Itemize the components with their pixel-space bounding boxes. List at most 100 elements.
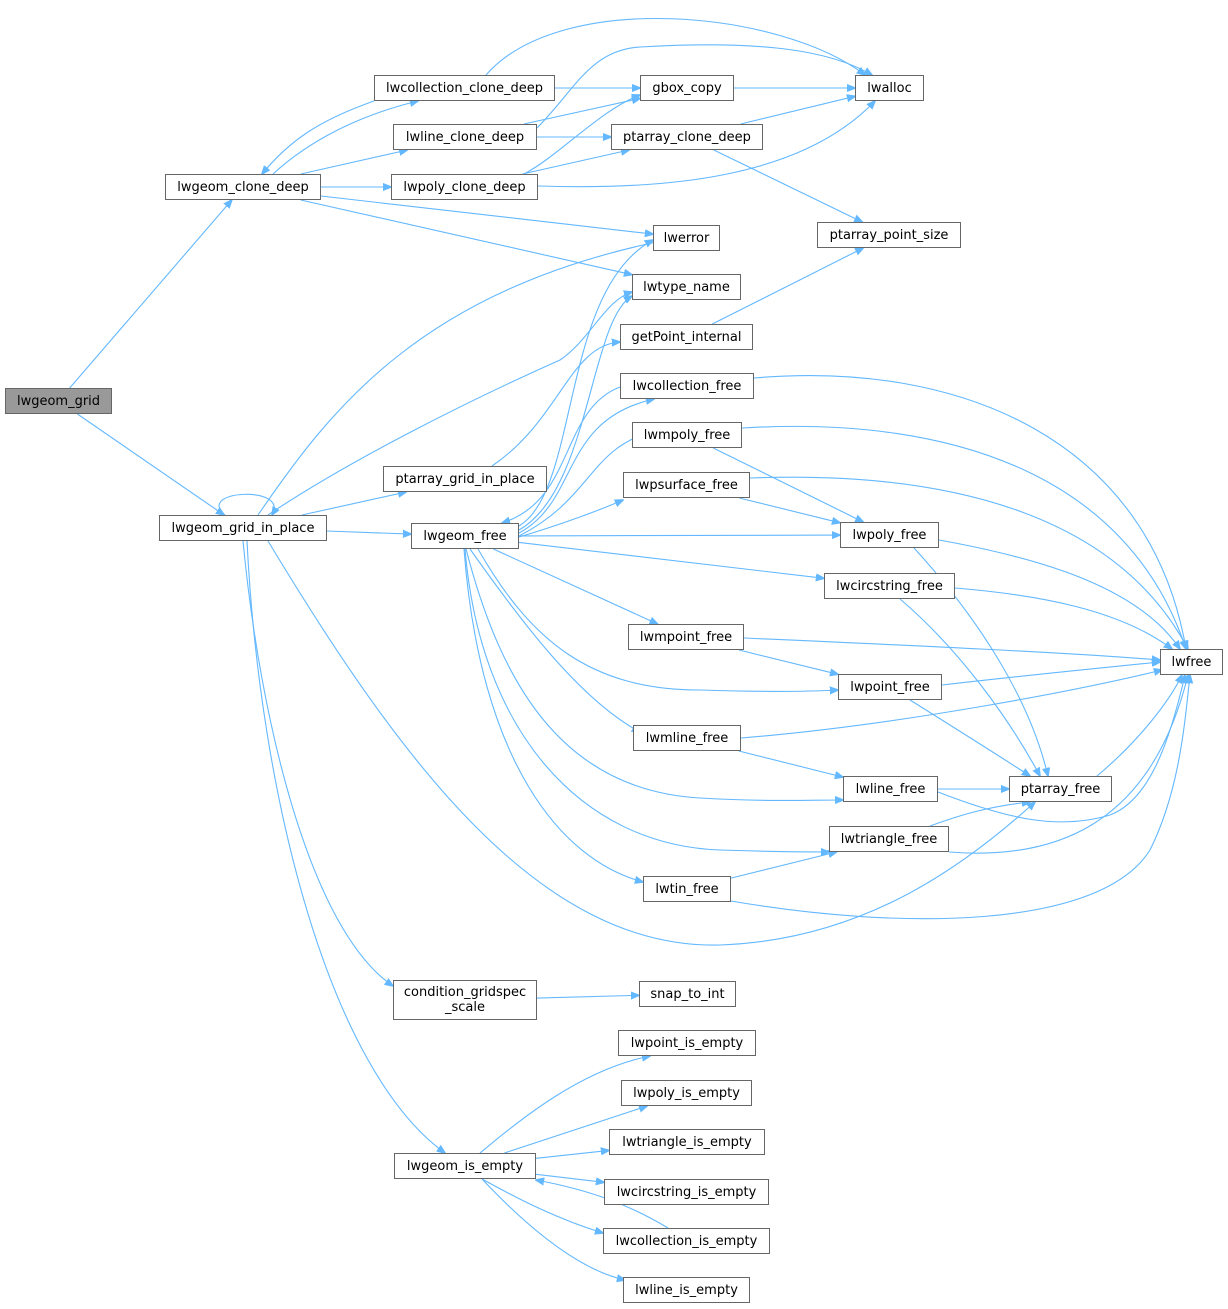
node-lwtriangle-free[interactable]: lwtriangle_free: [829, 826, 949, 852]
edge-lwgeom-free-to-lwtriangle-free: [464, 548, 829, 852]
edge-lwgeom-clone-deep-to-lwtype-name: [300, 199, 632, 275]
edge-condition-gridspec-scale-to-snap-to-int: [536, 995, 639, 998]
edge-lwgeom-grid-to-lwgeom-clone-deep: [69, 200, 232, 389]
edge-lwcollection-clone-deep-to-lwalloc: [485, 17, 865, 75]
edge-lwtriangle-free-to-lwfree: [948, 675, 1188, 854]
node-lwgeom-grid-in-place[interactable]: lwgeom_grid_in_place: [159, 515, 327, 541]
node-gbox-copy[interactable]: gbox_copy: [640, 75, 734, 101]
node-lwpoly-is-empty[interactable]: lwpoly_is_empty: [621, 1080, 752, 1106]
edge-lwcollection-clone-deep-to-lwgeom-clone-deep: [262, 100, 375, 174]
edge-lwgeom-grid-in-place-to-lwerror: [257, 240, 666, 516]
edge-ptarray-free-to-lwfree: [1096, 675, 1182, 777]
edge-lwpsurface-free-to-lwpoly-free: [739, 497, 840, 523]
edge-lwtriangle-free-to-ptarray-free: [929, 802, 1030, 827]
edge-lwgeom-free-to-lwtype-name: [518, 296, 632, 531]
node-lwcircstring-free[interactable]: lwcircstring_free: [824, 573, 955, 599]
edge-lwpsurface-free-to-lwfree: [749, 476, 1188, 649]
node-lwgeom-free[interactable]: lwgeom_free: [411, 523, 519, 549]
edge-lwpoly-clone-deep-to-ptarray-clone-deep: [522, 150, 629, 175]
edge-lwpoly-free-to-lwfree: [938, 539, 1180, 649]
node-lwgeom-grid[interactable]: lwgeom_grid: [5, 388, 112, 414]
node-getPoint-internal[interactable]: getPoint_internal: [620, 324, 753, 350]
edge-lwgeom-free-to-lwcircstring-free: [518, 541, 824, 578]
edge-lwgeom-is-empty-to-lwpoint-is-empty: [479, 1056, 650, 1154]
edge-lwmpoint-free-to-lwpoint-free: [738, 649, 838, 674]
node-lwcollection-free[interactable]: lwcollection_free: [620, 373, 754, 399]
node-lwfree[interactable]: lwfree: [1160, 649, 1223, 675]
edge-lwgeom-free-to-lwline-free: [465, 548, 843, 801]
edge-lwpoint-free-to-ptarray-free: [909, 699, 1030, 776]
edge-lwpoly-clone-deep-to-gbox-copy: [523, 95, 640, 175]
edge-lwcircstring-free-to-lwfree: [954, 587, 1172, 649]
edge-lwline-clone-deep-to-lwalloc: [536, 44, 872, 129]
edge-lwpoly-clone-deep-to-lwalloc: [537, 101, 875, 188]
edge-ptarray-clone-deep-to-ptarray-point-size: [713, 149, 862, 222]
node-lwline-free[interactable]: lwline_free: [843, 776, 938, 802]
edge-lwgeom-free-to-lwmline-free: [469, 548, 640, 732]
edge-lwgeom-is-empty-to-lwline-is-empty: [481, 1178, 625, 1280]
edge-lwgeom-is-empty-to-lwcollection-is-empty: [481, 1178, 603, 1233]
node-lwline-clone-deep[interactable]: lwline_clone_deep: [393, 124, 537, 150]
node-ptarray-clone-deep[interactable]: ptarray_clone_deep: [611, 124, 763, 150]
node-lwgeom-clone-deep[interactable]: lwgeom_clone_deep: [165, 174, 321, 200]
edge-lwcollection-free-to-lwgeom-free: [502, 386, 621, 523]
edge-lwtin-free-to-lwtriangle-free: [730, 852, 837, 879]
edge-lwgeom-free-to-lwpoly-free: [518, 535, 840, 536]
edge-lwmline-free-to-lwfree: [740, 670, 1162, 739]
edge-lwgeom-is-empty-to-lwpoly-is-empty: [504, 1106, 647, 1154]
node-lwpoint-is-empty[interactable]: lwpoint_is_empty: [618, 1030, 756, 1056]
edge-lwpoint-free-to-lwfree: [941, 662, 1160, 686]
node-lwtype-name[interactable]: lwtype_name: [632, 274, 741, 300]
edge-lwgeom-clone-deep-to-lwcollection-clone-deep: [272, 101, 418, 175]
edge-lwcircstring-free-to-ptarray-free: [899, 598, 1040, 776]
edge-lwgeom-grid-to-lwgeom-grid-in-place: [77, 413, 224, 515]
edge-lwgeom-free-to-lwcollection-free: [518, 399, 654, 534]
node-ptarray-grid-in-place[interactable]: ptarray_grid_in_place: [383, 466, 547, 492]
edge-lwgeom-clone-deep-to-lwline-clone-deep: [300, 150, 408, 175]
edge-lwmpoint-free-to-lwfree: [743, 637, 1160, 660]
node-lwgeom-is-empty[interactable]: lwgeom_is_empty: [394, 1153, 536, 1179]
node-ptarray-free[interactable]: ptarray_free: [1009, 776, 1112, 802]
edge-lwmpoly-free-to-lwpoly-free: [713, 447, 863, 522]
node-lwerror[interactable]: lwerror: [653, 225, 720, 251]
edge-lwgeom-grid-in-place-to-ptarray-free: [267, 540, 1035, 946]
edge-lwgeom-free-to-lwmpoly-free: [518, 433, 648, 537]
edge-lwline-clone-deep-to-gbox-copy: [523, 98, 640, 125]
node-lwtin-free[interactable]: lwtin_free: [643, 876, 731, 902]
edge-lwcollection-free-to-lwfree: [753, 375, 1186, 649]
edge-lwtin-free-to-lwfree: [730, 675, 1190, 920]
edge-lwmline-free-to-lwline-free: [738, 750, 843, 777]
edge-lwgeom-grid-in-place-to-lwgeom-grid-in-place: [218, 493, 274, 515]
edge-lwgeom-is-empty-to-lwtriangle-is-empty: [535, 1150, 609, 1159]
node-lwmpoly-free[interactable]: lwmpoly_free: [632, 422, 742, 448]
node-lwpoint-free[interactable]: lwpoint_free: [838, 674, 942, 700]
edge-lwgeom-grid-in-place-to-lwtype-name: [267, 292, 632, 516]
node-lwpoly-clone-deep[interactable]: lwpoly_clone_deep: [391, 174, 538, 200]
node-lwline-is-empty[interactable]: lwline_is_empty: [623, 1277, 750, 1303]
edge-lwgeom-grid-in-place-to-lwgeom-free: [326, 531, 411, 534]
node-lwpsurface-free[interactable]: lwpsurface_free: [623, 472, 750, 498]
edge-ptarray-grid-in-place-to-getPoint-internal: [491, 342, 620, 467]
edge-lwgeom-clone-deep-to-lwerror: [320, 195, 653, 234]
edge-lwmpoly-free-to-lwfree: [741, 425, 1186, 649]
edge-lwgeom-free-to-lwpsurface-free: [518, 500, 623, 538]
edge-lwgeom-is-empty-to-lwcircstring-is-empty: [535, 1173, 604, 1182]
node-lwalloc[interactable]: lwalloc: [855, 75, 924, 101]
edge-ptarray-clone-deep-to-lwalloc: [740, 96, 855, 125]
edge-lwgeom-grid-in-place-to-lwgeom-is-empty: [246, 540, 445, 1153]
edge-lwgeom-free-to-lwpoint-free: [477, 548, 838, 692]
node-lwtriangle-is-empty[interactable]: lwtriangle_is_empty: [609, 1129, 765, 1155]
edge-getPoint-internal-to-ptarray-point-size: [712, 248, 863, 325]
node-condition-gridspec-scale[interactable]: condition_gridspec _scale: [393, 980, 537, 1020]
node-lwcircstring-is-empty[interactable]: lwcircstring_is_empty: [604, 1179, 769, 1205]
edge-lwgeom-grid-in-place-to-ptarray-grid-in-place: [301, 492, 406, 516]
node-lwcollection-is-empty[interactable]: lwcollection_is_empty: [603, 1228, 770, 1254]
node-lwcollection-clone-deep[interactable]: lwcollection_clone_deep: [374, 75, 555, 101]
node-lwpoly-free[interactable]: lwpoly_free: [840, 522, 939, 548]
edge-lwgeom-free-to-lwerror: [518, 240, 653, 527]
node-lwmline-free[interactable]: lwmline_free: [633, 725, 741, 751]
node-lwmpoint-free[interactable]: lwmpoint_free: [628, 624, 744, 650]
node-ptarray-point-size[interactable]: ptarray_point_size: [817, 222, 961, 248]
node-snap-to-int[interactable]: snap_to_int: [639, 981, 736, 1007]
